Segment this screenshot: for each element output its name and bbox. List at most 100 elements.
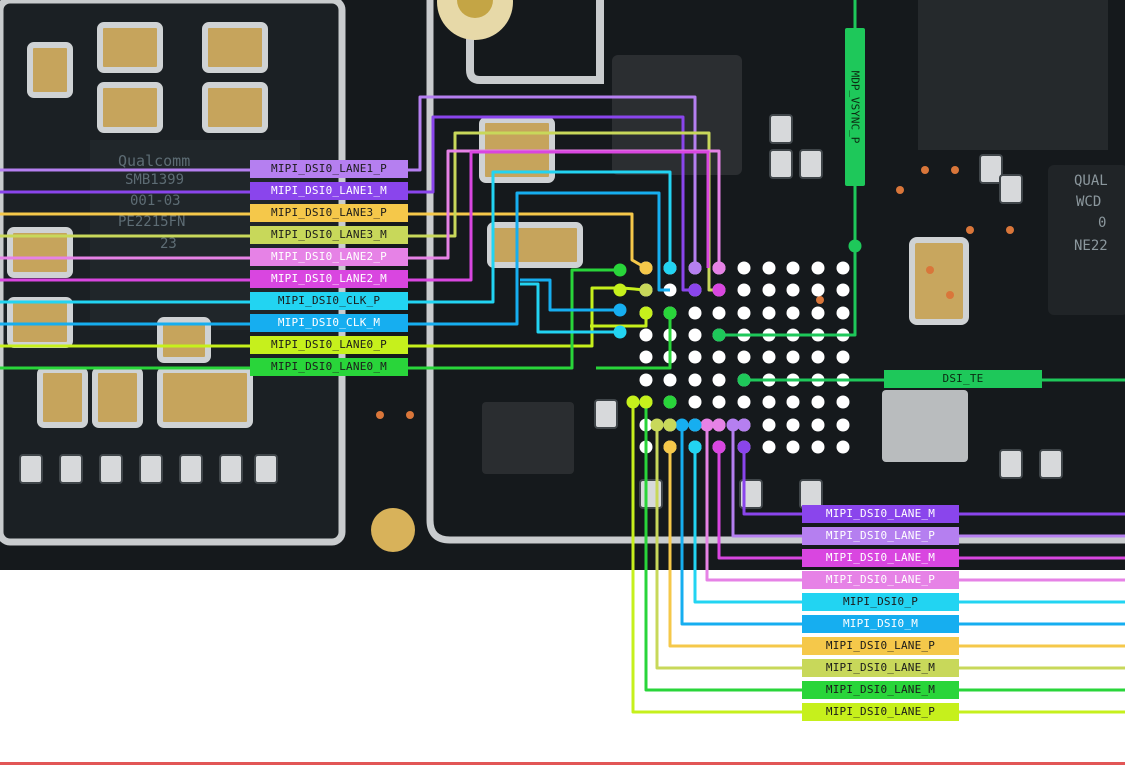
signal-pin [700,418,714,432]
test-point [1006,226,1014,234]
signal-pin [726,418,740,432]
signal-pin [613,325,627,339]
signal-trace [668,447,1125,648]
resistor-part [999,449,1023,479]
signal-pin [626,395,640,409]
chip-marking-line: PE2215FN [118,214,186,230]
signal-label-left: MIPI_DSI0_LANE3_M [250,226,408,244]
bga-ball [712,395,726,409]
capacitor-part [7,227,73,278]
test-point [921,166,929,174]
signal-pin [688,418,702,432]
signal-pin [663,395,677,409]
signal-pin [663,418,677,432]
resistor-part [769,149,793,179]
chip-brand-text: Qualcomm [118,152,191,170]
bga-ball [712,306,726,320]
signal-label-right: MIPI_DSI0_LANE_M [802,659,959,677]
signal-label-right: MIPI_DSI0_M [802,615,959,633]
bga-ball [737,283,751,297]
test-point [926,266,934,274]
chip-marking-line: WCD [1076,194,1102,210]
signal-label-right: MIPI_DSI0_LANE_P [802,637,959,655]
capacitor-part [202,22,268,73]
signal-label-left: MIPI_DSI0_LANE2_M [250,270,408,288]
capacitor-part [487,222,583,268]
signal-trace [0,191,670,326]
bga-ball [811,283,825,297]
test-point [896,186,904,194]
signal-label-left: MIPI_DSI0_LANE0_M [250,358,408,376]
bga-ball [836,395,850,409]
signal-trace [655,425,1125,670]
signal-pin [712,418,726,432]
bga-ball [836,261,850,275]
signal-pin [639,261,653,275]
signal-pin [639,283,653,297]
resistor-part [639,479,663,509]
signal-pin [639,306,653,320]
signal-label-right: MIPI_DSI0_LANE_M [802,549,959,567]
bga-ball [811,418,825,432]
signal-pin [675,418,689,432]
bga-ball [688,328,702,342]
bga-ball [737,261,751,275]
vsync-label-text: MDP_VSYNC_P [848,70,862,144]
test-point [406,411,414,419]
bga-ball [688,350,702,364]
signal-label-right: MIPI_DSI0_LANE_M [802,505,959,523]
signal-trace [631,402,1125,714]
resistor-part [19,454,43,484]
signal-pin [639,395,653,409]
chip-marking-line: 0 [1098,215,1107,231]
bga-ball [836,418,850,432]
bga-ball [762,306,776,320]
signal-label-left: MIPI_DSI0_LANE1_P [250,160,408,178]
vsync-label: MDP_VSYNC_P [845,28,865,186]
signal-trace [705,425,1125,582]
signal-label-left: MIPI_DSI0_CLK_P [250,292,408,310]
signal-label-right: MIPI_DSI0_LANE_P [802,703,959,721]
dsi-te-label: DSI_TE [884,370,1042,388]
bga-ball [712,373,726,387]
signal-pin [688,440,702,454]
signal-label-left: MIPI_DSI0_LANE0_P [250,336,408,354]
bga-ball [762,261,776,275]
chip-marking-line: NE22 [1074,238,1108,254]
signal-trace [693,447,1125,604]
signal-label-right: MIPI_DSI0_P [802,593,959,611]
signal-pin [737,418,751,432]
signal-pin [613,283,627,297]
resistor-part [1039,449,1063,479]
signal-trace [680,425,1125,626]
signal-pin [613,303,627,317]
bga-ball [639,350,653,364]
bga-ball [786,306,800,320]
signal-label-right: MIPI_DSI0_LANE_P [802,571,959,589]
bga-ball [786,350,800,364]
bga-ball [786,283,800,297]
signal-pin [712,328,726,342]
capacitor-part [37,367,88,428]
bga-ball [811,306,825,320]
signal-trace [644,402,1125,692]
resistor-part [799,149,823,179]
signal-label-left: MIPI_DSI0_LANE2_P [250,248,408,266]
resistor-part [769,114,793,144]
bga-ball [688,373,702,387]
bga-ball [639,373,653,387]
bga-ball [811,261,825,275]
resistor-part [99,454,123,484]
test-point [966,226,974,234]
signal-label-right: MIPI_DSI0_LANE_P [802,527,959,545]
signal-label-right: MIPI_DSI0_LANE_M [802,681,959,699]
chip-marking-line: QUAL [1074,173,1108,189]
bga-ball [663,373,677,387]
capacitor-part [97,22,163,73]
test-point [946,291,954,299]
bga-ball [811,350,825,364]
bga-ball [762,440,776,454]
capacitor-part [157,367,253,428]
capacitor-part [202,82,268,133]
